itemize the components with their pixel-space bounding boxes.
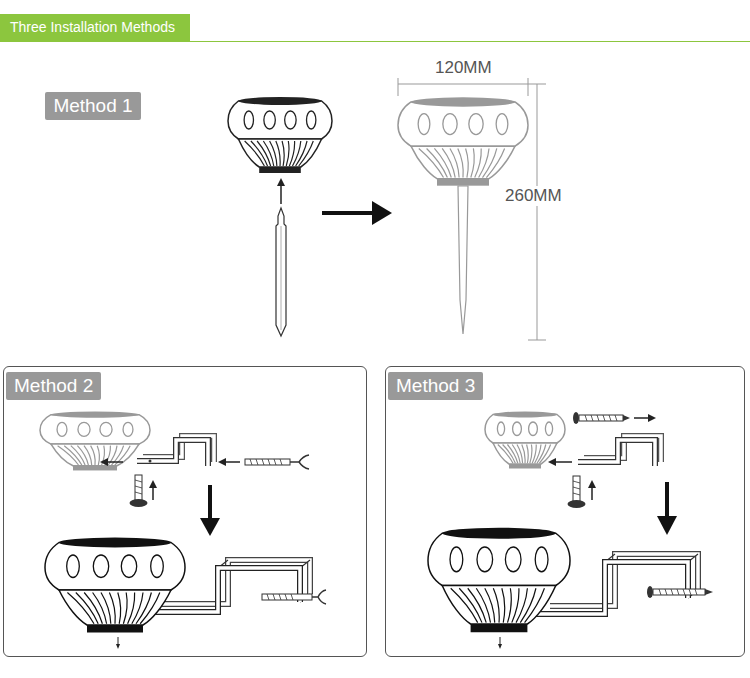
lamp <box>428 528 570 633</box>
arrow-shaft <box>500 637 501 645</box>
dimension-tick <box>528 340 546 341</box>
screw <box>262 594 312 600</box>
arrow-shaft <box>118 637 119 645</box>
arrow-shaft <box>106 461 123 463</box>
big-arrow-shaft <box>208 485 212 520</box>
arrow-head <box>218 458 226 466</box>
arrow-head <box>116 644 120 649</box>
big-arrow-head <box>657 516 677 535</box>
big-arrow-shaft <box>665 482 669 518</box>
method-panel: Method 3 <box>385 366 745 657</box>
dimension-tick <box>528 84 546 85</box>
big-arrow-shaft <box>322 211 376 215</box>
bracket <box>578 440 655 466</box>
lamp <box>228 97 332 173</box>
screw-head <box>568 500 586 508</box>
screw-thread <box>585 415 617 421</box>
dimension-tick <box>398 78 399 96</box>
bracket <box>578 440 655 466</box>
screw <box>579 415 623 421</box>
title-bar: Three Installation Methods <box>0 14 190 41</box>
ground-stake <box>276 208 286 336</box>
dimension-tick <box>528 78 529 96</box>
method-panel: Method 2 <box>3 366 367 657</box>
bracket <box>137 440 208 466</box>
bracket <box>137 440 208 466</box>
wing-nut <box>290 455 309 469</box>
dimension-label: 260MM <box>502 186 565 206</box>
stake-edge <box>281 226 282 330</box>
bracket-hole <box>149 460 152 463</box>
wing-nut <box>312 590 326 604</box>
panel-heading: Method 2 <box>6 372 101 400</box>
arrow-shaft <box>224 461 240 463</box>
screw-thread <box>250 459 282 465</box>
screw-thread <box>573 481 580 495</box>
arrow-shaft <box>280 184 282 204</box>
screw-head <box>573 412 579 424</box>
screw-head <box>647 586 653 598</box>
screw <box>573 476 580 502</box>
arrow-shaft <box>591 486 593 500</box>
screw-head <box>130 499 148 507</box>
panel-heading: Method 3 <box>388 372 483 400</box>
arrow-head <box>100 458 108 466</box>
big-arrow-head <box>372 201 392 225</box>
tag-label: Method 1 <box>53 95 132 117</box>
screw-tip <box>623 415 630 421</box>
lamp <box>398 97 528 185</box>
screw-thread <box>267 594 293 600</box>
lamp <box>45 538 185 633</box>
dimension-line <box>398 84 528 85</box>
ground-stake <box>458 186 468 334</box>
arrow-head <box>498 644 502 649</box>
screw-tip <box>705 589 713 595</box>
screw-thread <box>659 589 697 595</box>
arrow-head <box>648 414 656 422</box>
lamp <box>485 412 565 469</box>
dimension-label: 120MM <box>432 58 495 78</box>
arrow-head <box>149 480 157 488</box>
arrow-head <box>277 178 285 186</box>
arrow-shaft <box>554 461 572 463</box>
big-arrow-head <box>200 518 220 536</box>
arrow-head <box>548 458 556 466</box>
screw <box>135 475 142 501</box>
title-rule <box>0 41 750 42</box>
method-tag: Method 1 <box>45 92 141 120</box>
screw <box>653 589 705 595</box>
screw-thread <box>135 480 142 494</box>
arrow-shaft <box>152 486 154 500</box>
lamp <box>40 412 150 471</box>
dimension-line <box>537 84 538 340</box>
arrow-shaft <box>634 417 650 419</box>
arrow-head <box>588 480 596 488</box>
screw <box>245 459 290 465</box>
